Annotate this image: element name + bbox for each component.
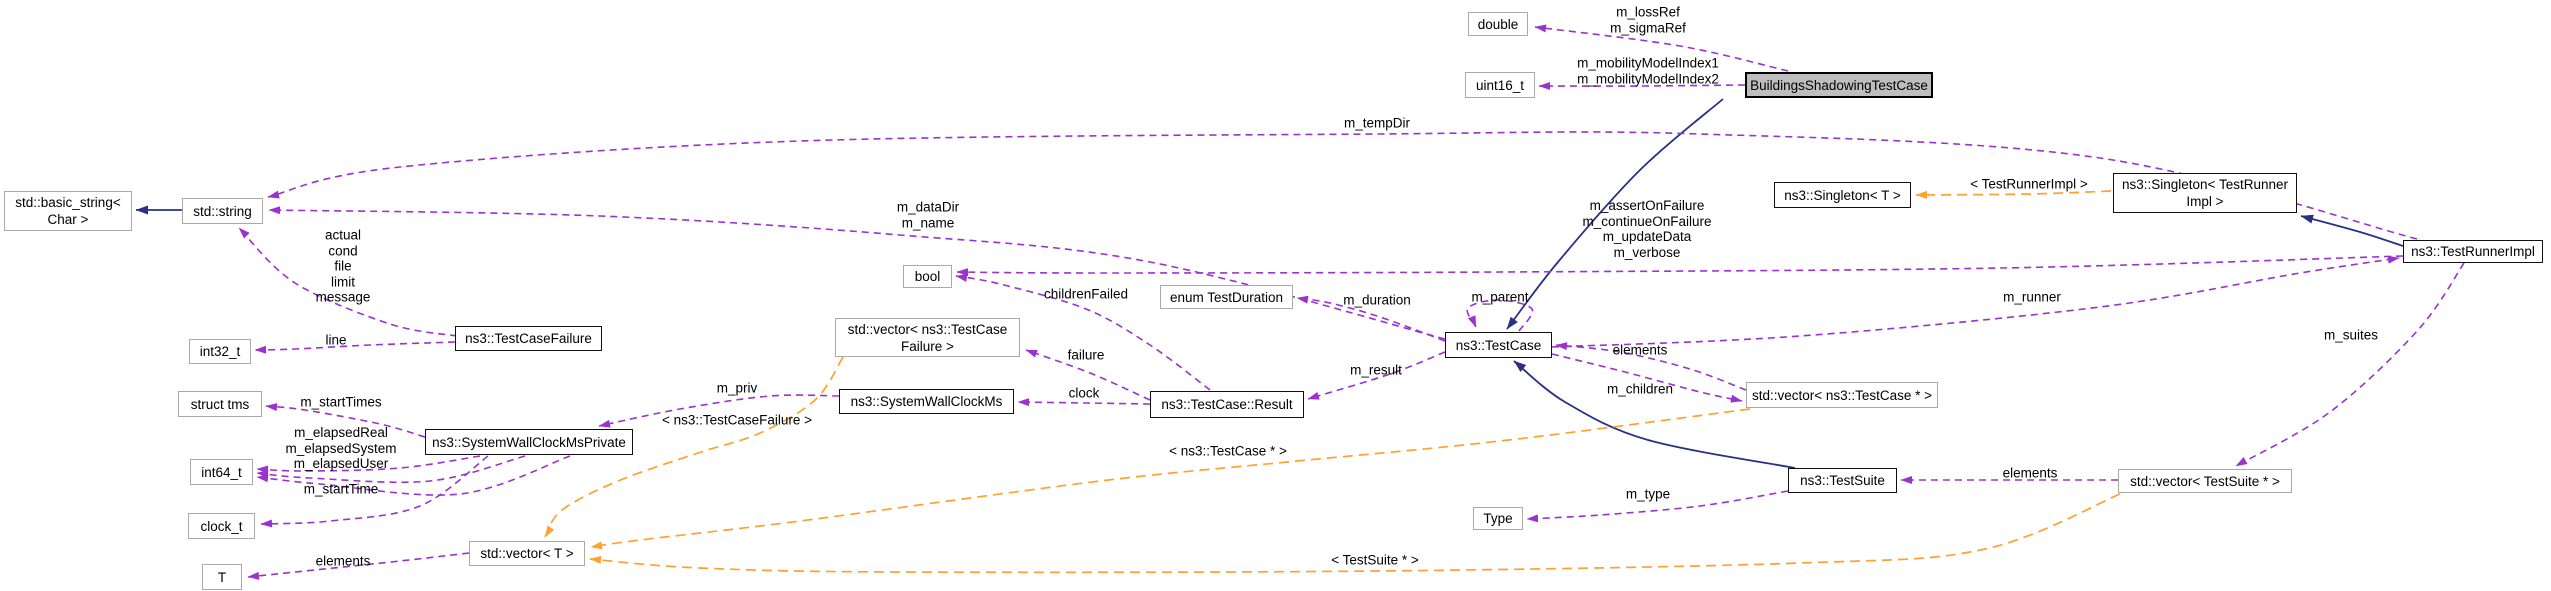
edge-testcase-to-testrunnerimpl (1551, 255, 2400, 348)
edge-vector-testcase-ptr-to-vector-t (590, 408, 1751, 550)
class-node-enum-testduration[interactable]: enum TestDuration (1160, 285, 1293, 309)
class-node-int32-t[interactable]: int32_t (189, 339, 251, 364)
class-node-testcase-result[interactable]: ns3::TestCase::Result (1150, 391, 1304, 418)
class-node-testrunnerimpl[interactable]: ns3::TestRunnerImpl (2403, 240, 2543, 263)
edge-testsuite-to-type (1526, 490, 1789, 523)
edge-systemwallclockms-to-systemwallclockmsprivate (598, 394, 840, 428)
class-node-systemwallclockms[interactable]: ns3::SystemWallClockMs (839, 389, 1014, 414)
class-node-double[interactable]: double (1468, 12, 1528, 36)
class-node-struct-tms[interactable]: struct tms (178, 391, 262, 417)
class-node-vector-t[interactable]: std::vector< T > (469, 541, 585, 566)
edge-testcase-result-to-systemwallclockms (1017, 398, 1151, 407)
edge-testcase-to-vector-testcase-ptr (1551, 353, 1743, 403)
class-node-t[interactable]: T (202, 564, 242, 590)
class-node-vector-testsuite-ptr[interactable]: std::vector< TestSuite * > (2118, 469, 2292, 493)
edge-testcasefailure-to-int32-t (254, 341, 456, 354)
edge-testcase-result-to-bool (955, 274, 1211, 391)
edge-testrunnerimpl-to-std-string (267, 131, 2418, 240)
class-node-uint16-t[interactable]: uint16_t (1465, 72, 1535, 98)
edge-testcase-to-enum-testduration (1296, 295, 1446, 342)
class-node-testcasefailure[interactable]: ns3::TestCaseFailure (455, 326, 602, 351)
class-node-buildingsshadowingtestcase[interactable]: BuildingsShadowingTestCase (1745, 72, 1933, 98)
edge-buildingsshadowingtestcase-to-uint16-t (1538, 82, 1746, 91)
edge-systemwallclockmsprivate-to-clock-t (260, 455, 489, 528)
edge-vector-t-to-t (247, 552, 470, 580)
edge-testcase-result-to-vector-testcasefailure (1025, 349, 1151, 401)
class-node-systemwallclockmsprivate[interactable]: ns3::SystemWallClockMsPrivate (425, 429, 633, 455)
edge-systemwallclockmsprivate-to-struct-tms (265, 403, 426, 438)
class-node-basic-string[interactable]: std::basic_string< Char > (4, 191, 132, 231)
edge-vector-testcase-ptr-to-testcase (1555, 342, 1747, 391)
class-node-singleton-t[interactable]: ns3::Singleton< T > (1774, 182, 1911, 208)
edge-testrunnerimpl-to-bool (956, 255, 2404, 277)
edge-testrunnerimpl-to-vector-testsuite-ptr (2235, 262, 2465, 467)
edge-testcasefailure-to-std-string (238, 227, 458, 337)
edge-buildingsshadowingtestcase-to-double (1534, 24, 1789, 72)
edge-testcase-to-testcase-result (1307, 351, 1446, 400)
class-node-singleton-testrunnerimpl[interactable]: ns3::Singleton< TestRunner Impl > (2113, 173, 2297, 213)
class-node-testcase[interactable]: ns3::TestCase (1445, 332, 1552, 358)
class-node-vector-testcase-ptr[interactable]: std::vector< ns3::TestCase * > (1746, 382, 1938, 408)
class-node-bool[interactable]: bool (903, 265, 952, 288)
edge-systemwallclockmsprivate-to-int64-t (256, 455, 481, 474)
edge-testrunnerimpl-to-singleton-testrunnerimpl (2300, 214, 2404, 247)
edge-systemwallclockmsprivate-to-int64-t (256, 455, 571, 496)
edge-vector-testsuite-ptr-to-vector-t (589, 493, 2121, 574)
edge-testcase-to-testcase (1466, 299, 1534, 332)
edge-systemwallclockmsprivate-to-int64-t (256, 455, 526, 484)
edge-vector-testcasefailure-to-vector-t (544, 356, 844, 538)
class-node-vector-testcasefailure[interactable]: std::vector< ns3::TestCase Failure > (835, 318, 1020, 357)
class-node-int64-t[interactable]: int64_t (190, 459, 253, 485)
class-node-testsuite[interactable]: ns3::TestSuite (1788, 468, 1897, 493)
class-node-std-string[interactable]: std::string (182, 198, 263, 224)
edge-testsuite-to-testcase (1513, 360, 1796, 469)
class-node-type[interactable]: Type (1473, 507, 1523, 530)
edges-group (135, 24, 2465, 580)
edge-singleton-testrunnerimpl-to-singleton-t (1915, 190, 2112, 199)
class-node-clock-t[interactable]: clock_t (188, 513, 255, 539)
edge-testcase-to-std-string (268, 206, 1446, 340)
edge-buildingsshadowingtestcase-to-testcase (1506, 98, 1724, 330)
